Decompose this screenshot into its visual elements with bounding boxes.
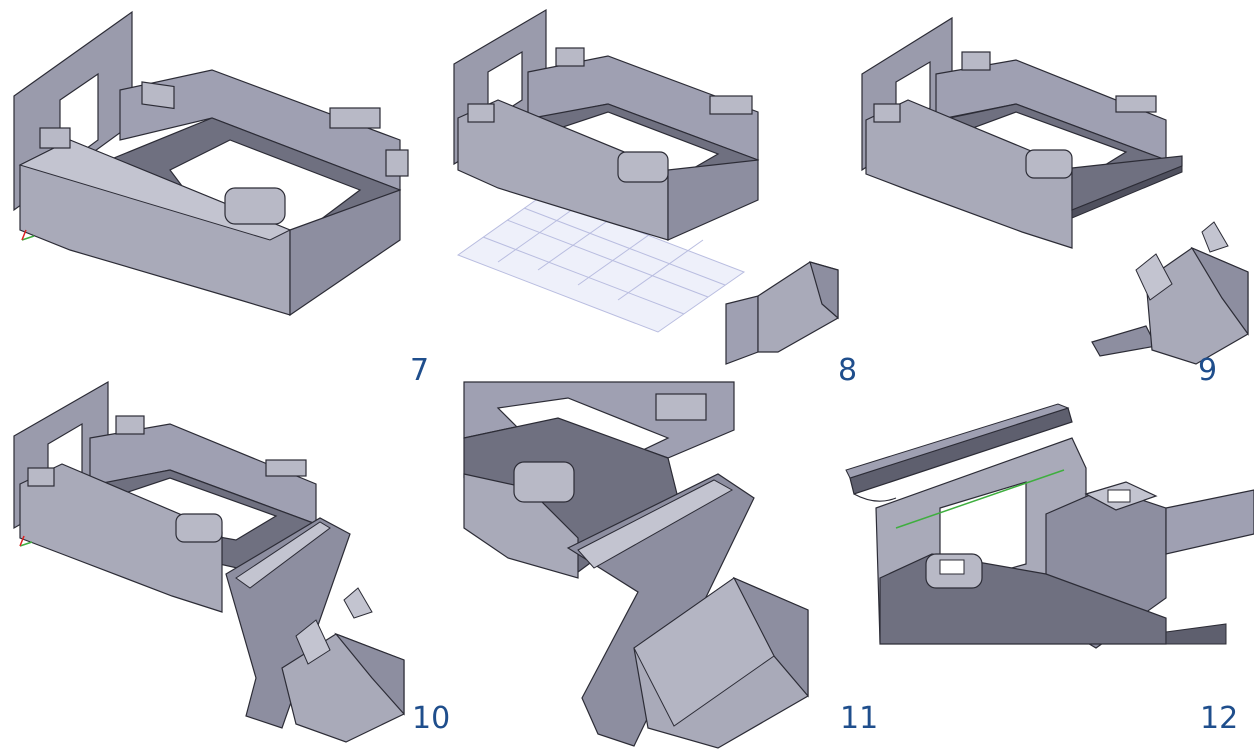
bracket-model-step-7 xyxy=(13,10,409,317)
step-7-panel xyxy=(0,0,418,378)
bracket-model-step-9 xyxy=(861,16,1249,365)
bracket-model-step-11 xyxy=(463,381,809,749)
step-label: 10 xyxy=(412,701,451,736)
step-label: 12 xyxy=(1200,701,1239,736)
axis-triad-icon xyxy=(21,229,35,241)
step-label: 9 xyxy=(1198,353,1218,388)
step-label: 11 xyxy=(840,701,879,736)
step-12-panel xyxy=(836,378,1254,756)
step-label: 8 xyxy=(838,353,858,388)
step-11-panel xyxy=(418,378,836,756)
highlight-edge-line xyxy=(895,469,1065,529)
step-10-panel xyxy=(0,378,418,756)
step-9-panel xyxy=(836,0,1254,378)
bracket-model-step-8 xyxy=(453,8,839,365)
step-8-panel xyxy=(418,0,839,378)
axis-triad-icon xyxy=(19,535,33,547)
bracket-model-step-10 xyxy=(13,380,405,743)
step-label: 7 xyxy=(410,353,430,388)
bracket-model-step-12 xyxy=(845,403,1254,649)
